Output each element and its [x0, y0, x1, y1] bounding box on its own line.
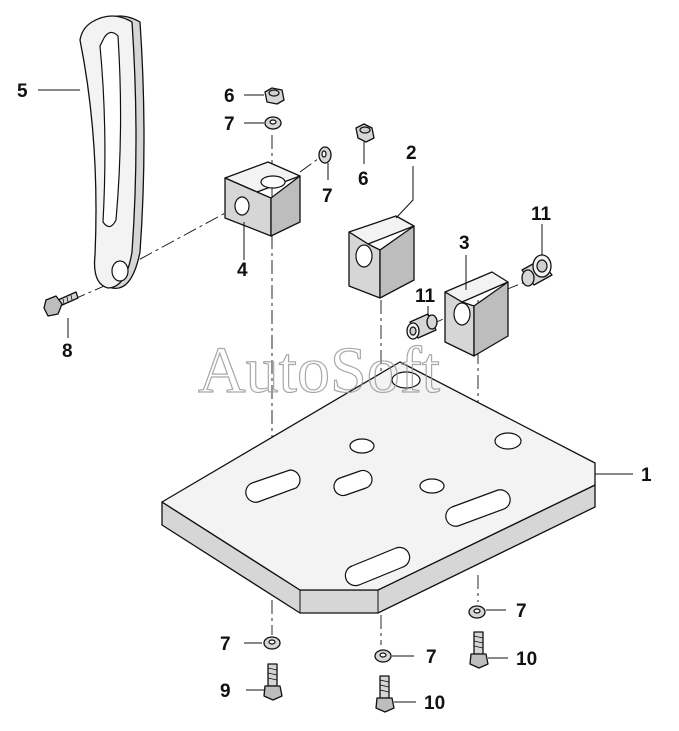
nut-middle — [355, 123, 375, 143]
label-part-10-center: 10 — [424, 693, 445, 714]
label-part-2: 2 — [406, 143, 417, 164]
bolt-10-right — [469, 631, 489, 669]
label-part-6-middle: 6 — [358, 169, 369, 190]
base-plate — [161, 361, 596, 614]
round-hole — [349, 438, 375, 454]
slot-hole — [333, 469, 373, 497]
label-part-5: 5 — [17, 81, 28, 102]
block-part-3 — [444, 271, 509, 357]
washer-bottom-center — [374, 649, 392, 663]
block-part-4 — [224, 161, 301, 237]
label-part-9: 9 — [220, 681, 231, 702]
washer-top — [264, 116, 282, 130]
label-part-7-bottom-left: 7 — [220, 634, 231, 655]
label-part-11-upper: 11 — [531, 204, 552, 225]
round-hole — [419, 478, 445, 494]
washer-bottom-left — [263, 636, 281, 650]
washer-bottom-right — [468, 605, 486, 619]
label-part-11-lower: 11 — [415, 286, 436, 307]
leader-lines — [38, 89, 633, 703]
slot-hole — [245, 469, 301, 503]
watermark: AutoSoft — [198, 334, 440, 407]
label-part-1: 1 — [641, 465, 652, 486]
bolt-side — [43, 291, 79, 317]
label-part-4: 4 — [237, 260, 248, 281]
label-part-7-bottom-right: 7 — [516, 601, 527, 622]
label-part-8: 8 — [62, 341, 73, 362]
block-part-2 — [348, 215, 415, 299]
label-part-7-side: 7 — [322, 186, 333, 207]
bushing-upper — [521, 254, 553, 287]
bolt-10-center — [375, 675, 395, 713]
bolt-9 — [263, 663, 283, 701]
washer-side — [318, 146, 332, 164]
round-hole — [391, 371, 421, 389]
label-part-7-bottom-center: 7 — [426, 647, 437, 668]
nut-upper — [264, 87, 285, 105]
label-part-6-upper: 6 — [224, 86, 235, 107]
label-part-3: 3 — [459, 233, 470, 254]
label-part-7-upper: 7 — [224, 114, 235, 135]
bushing-lower — [406, 313, 438, 340]
label-part-10-right: 10 — [516, 649, 537, 670]
slot-hole — [344, 546, 411, 587]
curved-bracket — [79, 15, 145, 289]
part-labels: 1 2 3 4 5 6 6 7 7 7 7 7 8 9 10 10 11 11 — [17, 81, 652, 714]
slot-hole — [445, 489, 511, 527]
round-hole — [494, 432, 522, 450]
